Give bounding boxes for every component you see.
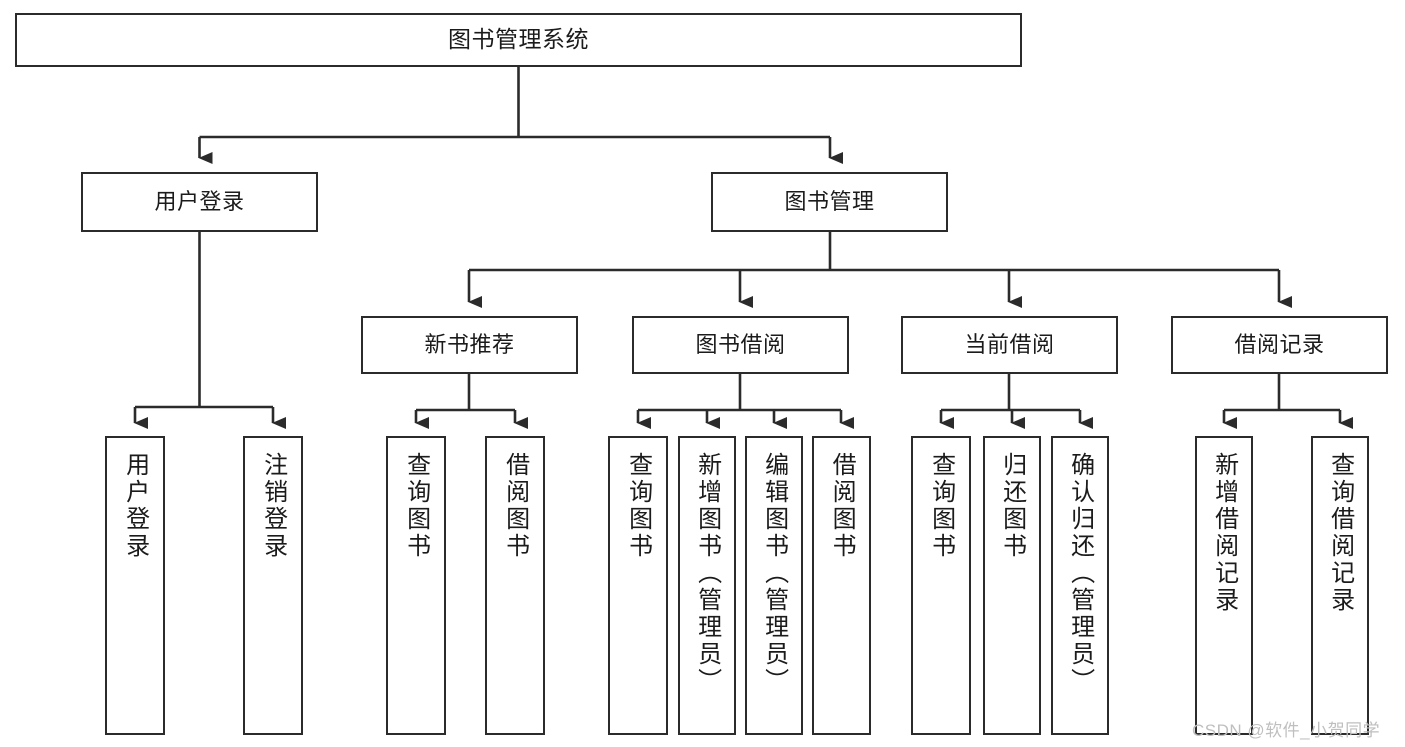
node-leaf-edit-book-admin[interactable]: 编辑图书（管理员）	[745, 436, 803, 735]
node-leaf-query-book-current[interactable]: 查询图书	[911, 436, 971, 735]
node-leaf-query-book-recommend-label: 查询图书	[402, 452, 430, 560]
node-leaf-confirm-return-admin[interactable]: 确认归还（管理员）	[1051, 436, 1109, 735]
node-root[interactable]: 图书管理系统	[15, 13, 1022, 67]
node-leaf-user-logout[interactable]: 注销登录	[243, 436, 303, 735]
node-leaf-add-borrow-record-label: 新增借阅记录	[1210, 452, 1238, 614]
csdn-watermark: CSDN @软件_小贺同学	[1192, 721, 1381, 740]
node-leaf-user-login[interactable]: 用户登录	[105, 436, 165, 735]
node-root-label: 图书管理系统	[448, 26, 589, 53]
node-leaf-add-borrow-record[interactable]: 新增借阅记录	[1195, 436, 1253, 735]
node-user-login[interactable]: 用户登录	[81, 172, 318, 232]
node-book-borrow[interactable]: 图书借阅	[632, 316, 849, 374]
node-current-borrow[interactable]: 当前借阅	[901, 316, 1118, 374]
node-leaf-query-book-borrow[interactable]: 查询图书	[608, 436, 668, 735]
node-leaf-borrow-book-label: 借阅图书	[828, 452, 856, 560]
node-borrow-record[interactable]: 借阅记录	[1171, 316, 1388, 374]
node-book-borrow-label: 图书借阅	[695, 332, 786, 358]
node-leaf-borrow-book-recommend-label: 借阅图书	[501, 452, 529, 560]
node-book-management[interactable]: 图书管理	[711, 172, 948, 232]
node-current-borrow-label: 当前借阅	[964, 332, 1055, 358]
node-new-book-recommend[interactable]: 新书推荐	[361, 316, 578, 374]
node-leaf-query-borrow-record-label: 查询借阅记录	[1326, 452, 1354, 614]
node-leaf-query-book-current-label: 查询图书	[927, 452, 955, 560]
node-user-login-label: 用户登录	[154, 189, 245, 215]
node-leaf-user-login-label: 用户登录	[121, 452, 149, 560]
node-leaf-query-book-recommend[interactable]: 查询图书	[386, 436, 446, 735]
node-leaf-add-book-admin-label: 新增图书（管理员）	[693, 452, 721, 695]
node-leaf-query-book-borrow-label: 查询图书	[624, 452, 652, 560]
node-leaf-edit-book-admin-label: 编辑图书（管理员）	[760, 452, 788, 695]
node-leaf-user-logout-label: 注销登录	[259, 452, 287, 560]
node-book-management-label: 图书管理	[784, 189, 875, 215]
node-leaf-confirm-return-admin-label: 确认归还（管理员）	[1066, 452, 1094, 695]
node-leaf-return-book[interactable]: 归还图书	[983, 436, 1041, 735]
node-leaf-add-book-admin[interactable]: 新增图书（管理员）	[678, 436, 736, 735]
node-leaf-query-borrow-record[interactable]: 查询借阅记录	[1311, 436, 1369, 735]
node-leaf-borrow-book[interactable]: 借阅图书	[812, 436, 871, 735]
node-leaf-borrow-book-recommend[interactable]: 借阅图书	[485, 436, 545, 735]
node-leaf-return-book-label: 归还图书	[998, 452, 1026, 560]
node-new-book-recommend-label: 新书推荐	[424, 332, 515, 358]
node-borrow-record-label: 借阅记录	[1234, 332, 1325, 358]
